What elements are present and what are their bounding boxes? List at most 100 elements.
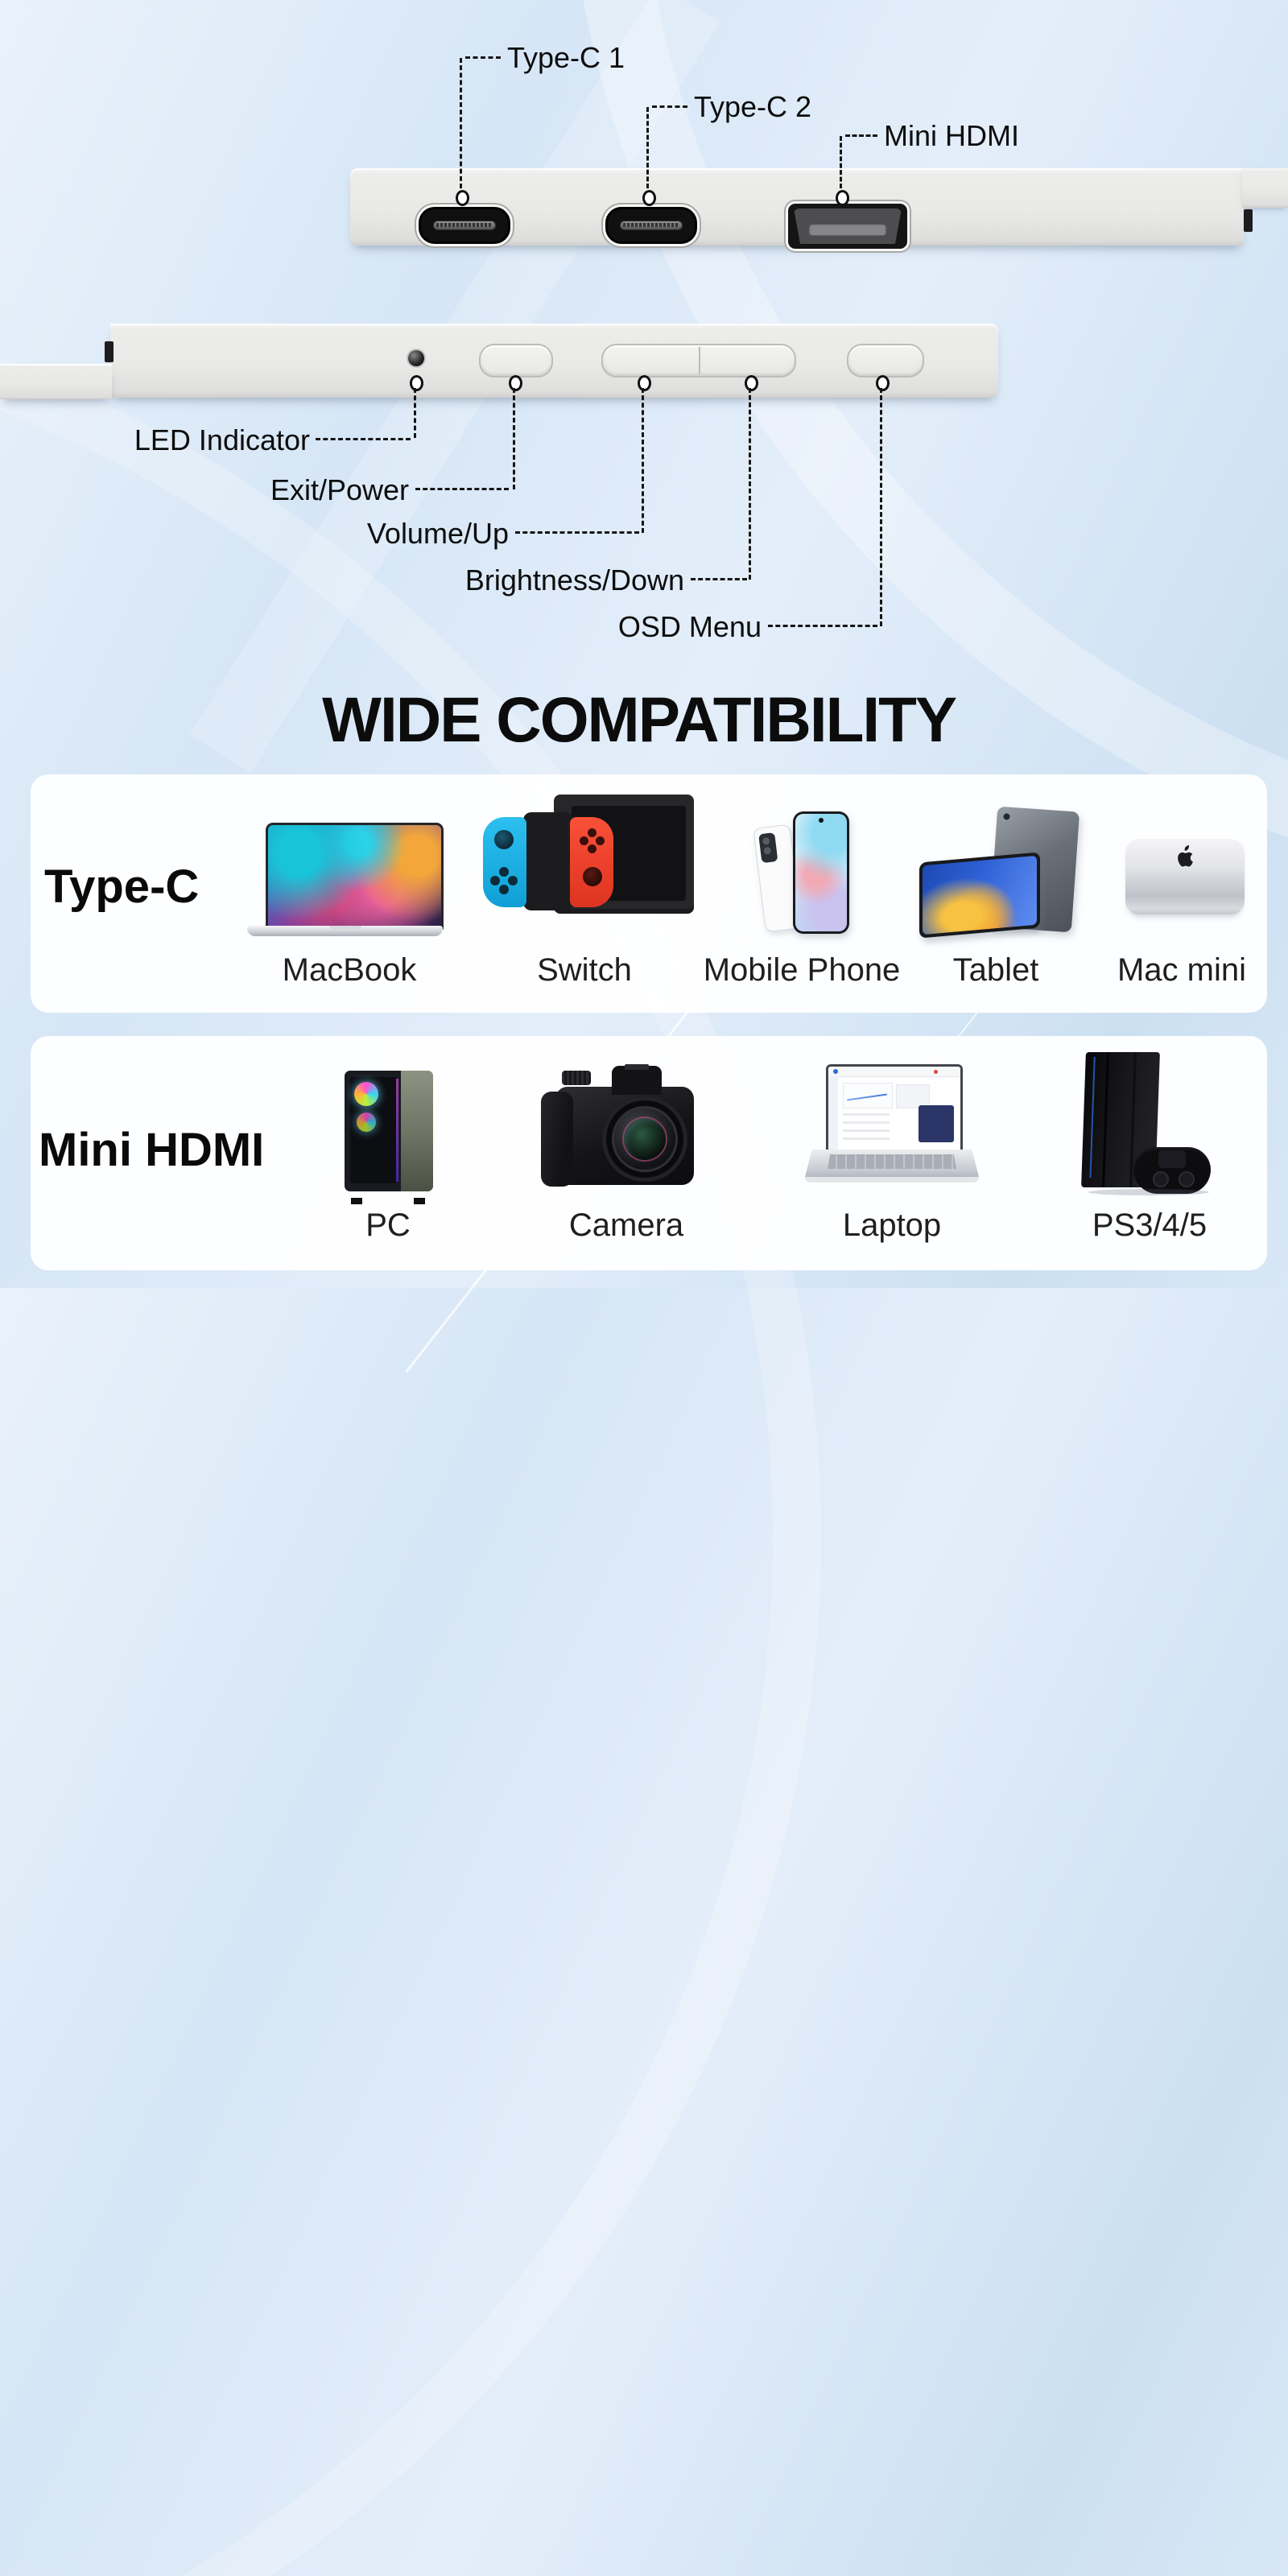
device-label: Switch — [537, 952, 632, 988]
laptop-ui-dot — [833, 1069, 838, 1074]
exit-power-button — [479, 344, 553, 378]
phone-front — [793, 811, 849, 934]
device-label: Mac mini — [1117, 952, 1247, 988]
macbook-base — [247, 926, 443, 936]
camera-hot-shoe — [625, 1064, 649, 1070]
switch-joycon-red — [570, 817, 613, 907]
edge-step-notch — [105, 341, 114, 362]
device-label: Tablet — [952, 952, 1039, 988]
callout-line — [515, 531, 639, 534]
callout-dot — [456, 190, 469, 206]
callout-line — [642, 388, 644, 533]
laptop-ui-card — [896, 1084, 930, 1108]
label-exit-power: Exit/Power — [270, 473, 409, 506]
apple-logo-icon — [1178, 845, 1193, 867]
label-type-c-2: Type-C 2 — [694, 90, 812, 123]
laptop-front-lip — [805, 1177, 979, 1183]
camera-lens-glass — [624, 1118, 666, 1160]
hdmi-slot — [809, 223, 886, 236]
ps-touchpad — [1158, 1150, 1186, 1168]
device-label: PC — [365, 1208, 411, 1243]
laptop-ui-chart — [843, 1083, 893, 1108]
camera-prism — [612, 1066, 662, 1095]
tablet-image — [919, 806, 1080, 939]
callout-line — [691, 578, 747, 580]
callout-dot — [642, 190, 656, 206]
camera-dial — [562, 1071, 591, 1085]
callout-dot — [638, 375, 651, 391]
callout-line — [768, 625, 877, 627]
ps-light-bar — [1089, 1057, 1096, 1178]
playstation-image — [1081, 1052, 1212, 1201]
callout-line — [749, 388, 751, 580]
callout-dot — [745, 375, 758, 391]
laptop-ui-dark-card — [919, 1105, 954, 1142]
device-label: Camera — [568, 1208, 684, 1243]
callout-line — [845, 134, 877, 137]
phone-camera — [758, 832, 778, 864]
laptop-keyboard — [828, 1154, 956, 1169]
laptop-screen — [826, 1064, 963, 1154]
usb-c-port-2-icon — [603, 204, 700, 246]
pc-rgb-fan — [354, 1082, 378, 1106]
device-label: MacBook — [282, 952, 417, 988]
mac-mini-image — [1125, 837, 1245, 918]
device-label: Mobile Phone — [703, 952, 901, 988]
rocker-divider — [699, 347, 700, 374]
usb-c-port-1-icon — [416, 204, 513, 246]
row-label-type-c: Type-C — [44, 861, 200, 913]
label-led-indicator: LED Indicator — [134, 423, 310, 456]
tablet-screen — [923, 855, 1037, 935]
pc-tower — [345, 1071, 433, 1191]
led-indicator-icon — [408, 350, 424, 366]
monitor-bottom-edge-ledge — [0, 364, 112, 399]
usb-c-connector — [433, 221, 496, 230]
laptop-ui-sidebar — [828, 1076, 838, 1152]
callout-line — [513, 388, 515, 489]
label-brightness-down: Brightness/Down — [464, 564, 684, 597]
monitor-top-edge-ledge — [1242, 168, 1288, 208]
switch-joycon-blue — [483, 817, 526, 907]
callout-line — [646, 107, 649, 188]
label-mini-hdmi: Mini HDMI — [884, 119, 1019, 152]
macbook-image — [247, 823, 444, 936]
pc-image — [345, 1071, 433, 1204]
callout-dot — [876, 375, 890, 391]
pc-feet — [351, 1198, 362, 1204]
osd-menu-button — [847, 344, 924, 378]
callout-line — [460, 58, 462, 188]
label-type-c-1: Type-C 1 — [507, 41, 625, 74]
mini-hdmi-port-icon — [786, 201, 910, 251]
switch-image — [483, 795, 694, 917]
edge-step-notch — [1244, 209, 1253, 232]
switch-grip — [523, 812, 573, 910]
row-label-mini-hdmi: Mini HDMI — [39, 1124, 265, 1176]
callout-line — [652, 105, 687, 108]
pc-rgb-fan — [357, 1113, 376, 1132]
tablet-front — [919, 852, 1040, 939]
mac-mini-body — [1125, 837, 1245, 914]
camera-image — [541, 1064, 708, 1199]
pc-side-panel — [401, 1071, 433, 1191]
label-volume-up: Volume/Up — [366, 517, 509, 550]
device-label: PS3/4/5 — [1092, 1208, 1208, 1243]
volume-brightness-rocker — [601, 344, 796, 378]
macbook-screen — [266, 823, 444, 930]
callout-dot — [509, 375, 522, 391]
callout-line — [316, 438, 411, 440]
label-osd-menu: OSD Menu — [617, 610, 762, 643]
ps-stick — [1153, 1171, 1169, 1187]
device-label: Laptop — [842, 1208, 942, 1243]
callout-line — [415, 488, 509, 490]
camera-lens — [602, 1096, 687, 1182]
ps-controller — [1133, 1147, 1211, 1194]
laptop-ui-header — [828, 1067, 960, 1077]
usb-c-connector — [620, 221, 683, 230]
callout-dot — [836, 190, 849, 206]
phone-screen — [795, 814, 847, 931]
ps-shadow — [1088, 1189, 1209, 1195]
ps-stick — [1179, 1171, 1195, 1187]
pc-rgb-strip — [396, 1079, 398, 1182]
callout-dot — [410, 375, 423, 391]
laptop-image — [805, 1064, 979, 1191]
